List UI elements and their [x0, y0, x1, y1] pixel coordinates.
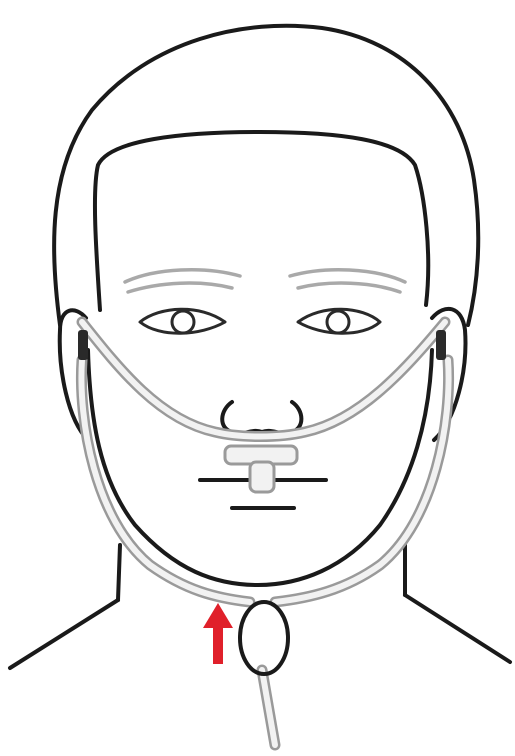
- right-eyebrow-lower: [298, 283, 400, 292]
- right-shoulder-line: [405, 595, 510, 662]
- head-outline: [54, 26, 478, 325]
- left-shoulder-line: [10, 600, 118, 668]
- left-eyebrow-lower: [128, 283, 232, 292]
- left-ear-tube-hook: [78, 330, 88, 360]
- right-ear-tube-hook: [436, 330, 446, 360]
- slide-adjuster-ring: [240, 602, 288, 674]
- hairline: [95, 132, 428, 310]
- left-eyebrow: [125, 270, 240, 282]
- right-eye-iris: [327, 311, 349, 333]
- left-eye-iris: [172, 311, 194, 333]
- neck-left-line: [118, 545, 120, 600]
- left-eye-outline: [140, 309, 225, 333]
- right-eyebrow: [290, 270, 405, 282]
- upward-arrow-icon: [203, 603, 233, 664]
- nasal-cannula-tubing: [81, 322, 448, 745]
- nose: [222, 402, 301, 433]
- right-eye-outline: [298, 309, 380, 333]
- nasal-prong-stem: [250, 462, 274, 492]
